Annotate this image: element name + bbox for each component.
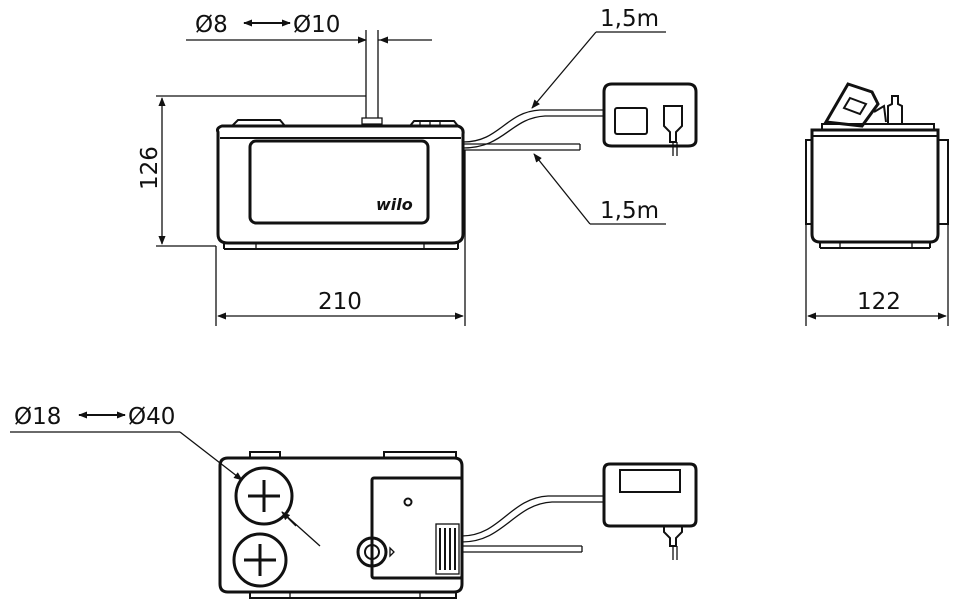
brand-logo: wilo — [376, 195, 413, 214]
height-dimension: 126 — [137, 95, 366, 247]
cables-top — [461, 495, 604, 553]
pump-body-front: wilo — [216, 119, 465, 250]
pump-body-side — [805, 123, 949, 249]
float-switch — [356, 536, 395, 568]
outlet-hose-length: 1,5m — [600, 198, 659, 224]
inlet-diameter-max: Ø40 — [128, 404, 175, 430]
control-housing — [356, 476, 464, 580]
hose-diameter-dimension — [186, 30, 432, 52]
inlet-diameter-label: Ø18 Ø40 — [10, 404, 321, 547]
pump-body-top — [218, 451, 464, 599]
top-view: Ø18 Ø40 — [10, 404, 698, 599]
width-dimension: 210 — [215, 150, 466, 326]
hose-diameter-max: Ø10 — [293, 12, 340, 38]
outlet-hose-length-callout: 1,5m — [533, 153, 666, 225]
hose-diameter-min: Ø8 — [195, 12, 228, 38]
hose-tube — [361, 52, 383, 125]
height-value: 126 — [137, 146, 163, 190]
power-adapter-top — [602, 462, 698, 560]
inlet-diameter-min: Ø18 — [14, 404, 61, 430]
vent-slots — [435, 523, 460, 575]
front-view: Ø8 Ø10 126 — [137, 6, 698, 326]
inlet-port-2 — [232, 532, 288, 588]
depth-value: 122 — [857, 289, 901, 315]
power-cable-length: 1,5m — [600, 6, 659, 32]
width-value: 210 — [318, 289, 362, 315]
power-cable-length-callout: 1,5m — [531, 6, 666, 109]
side-view: 122 — [805, 82, 949, 326]
power-adapter-side — [823, 82, 903, 128]
hose-diameter-label: Ø8 Ø10 — [195, 12, 340, 38]
cables-front — [462, 109, 604, 151]
inlet-port-1 — [234, 466, 294, 526]
depth-dimension: 122 — [805, 224, 949, 326]
power-adapter-front — [602, 82, 698, 156]
inlet-ports — [232, 466, 294, 588]
